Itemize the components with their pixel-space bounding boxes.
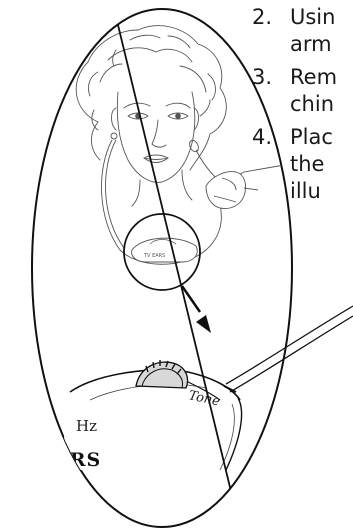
zoom-arrow-head bbox=[196, 315, 211, 333]
hand-drawing bbox=[206, 172, 258, 209]
brand-label: ARS bbox=[53, 449, 101, 471]
receiver-unit: TV EARS bbox=[132, 238, 198, 262]
woman-portrait bbox=[76, 26, 226, 206]
tone-wheel bbox=[136, 362, 188, 388]
frequency-label: Hz bbox=[76, 417, 97, 435]
receiver-label: TV EARS bbox=[143, 253, 165, 259]
earbud bbox=[188, 139, 216, 178]
